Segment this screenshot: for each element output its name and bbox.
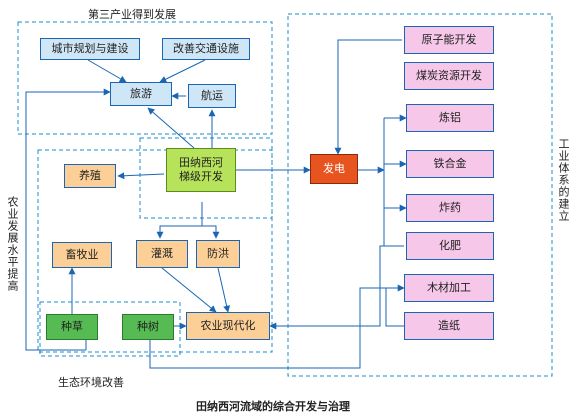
industry-region <box>287 13 553 377</box>
arrow-city-tourism <box>87 59 127 83</box>
agri-region <box>37 149 273 353</box>
node-flood-control: 防洪 <box>196 240 240 268</box>
node-husbandry: 畜牧业 <box>52 242 112 268</box>
node-fertilizer: 化肥 <box>406 232 494 260</box>
tertiary-region <box>17 21 273 135</box>
node-agri-modern: 农业现代化 <box>186 312 270 340</box>
node-paper: 造纸 <box>404 312 494 340</box>
arrow-core-tourism <box>147 107 195 149</box>
node-transport: 改善交通设施 <box>162 38 250 60</box>
node-irrigation: 灌溉 <box>136 240 188 268</box>
industry-bus-line <box>383 118 404 247</box>
node-coal: 煤炭资源开发 <box>404 62 494 90</box>
industry-side-label: 工业体系的建立 <box>557 138 570 222</box>
core-region <box>139 137 273 219</box>
arrow-core-agri-branch <box>156 202 203 239</box>
eco-region <box>39 301 181 357</box>
arrow-nuclear-power <box>334 39 402 155</box>
arrow-flood-agri <box>217 267 231 313</box>
node-trees: 种树 <box>122 314 174 340</box>
node-explosives: 炸药 <box>406 194 494 222</box>
arrow-core-flood <box>202 225 220 239</box>
wood-paper-link <box>385 288 404 327</box>
node-ferroalloy: 铁合金 <box>406 150 494 178</box>
diagram-caption: 田纳西河流域的综合开发与治理 <box>196 400 350 413</box>
node-aluminum: 炼铝 <box>406 104 494 132</box>
node-nuclear: 原子能开发 <box>404 26 494 54</box>
arrow-irrigation-agri <box>161 267 217 313</box>
arrow-core-breeding <box>117 172 165 180</box>
node-city-planning: 城市规划与建设 <box>40 38 140 60</box>
arrow-fertilizer-agri <box>269 245 404 330</box>
node-shipping: 航运 <box>188 84 236 108</box>
arrow-transport-tourism <box>159 59 206 83</box>
tertiary-label: 第三产业得到发展 <box>88 8 176 21</box>
node-tourism: 旅游 <box>110 82 172 106</box>
node-grass: 种草 <box>46 314 98 340</box>
node-power: 发电 <box>310 154 358 184</box>
arrow-left-loop-tourism <box>25 88 111 351</box>
arrow-trees-wood <box>149 284 405 369</box>
node-wood: 木材加工 <box>404 274 494 302</box>
node-breeding: 养殖 <box>64 164 116 188</box>
eco-label: 生态环境改善 <box>58 376 124 389</box>
node-core: 田纳西河 梯级开发 <box>166 148 236 192</box>
agri-side-label: 农业发展水平提高 <box>6 196 19 292</box>
